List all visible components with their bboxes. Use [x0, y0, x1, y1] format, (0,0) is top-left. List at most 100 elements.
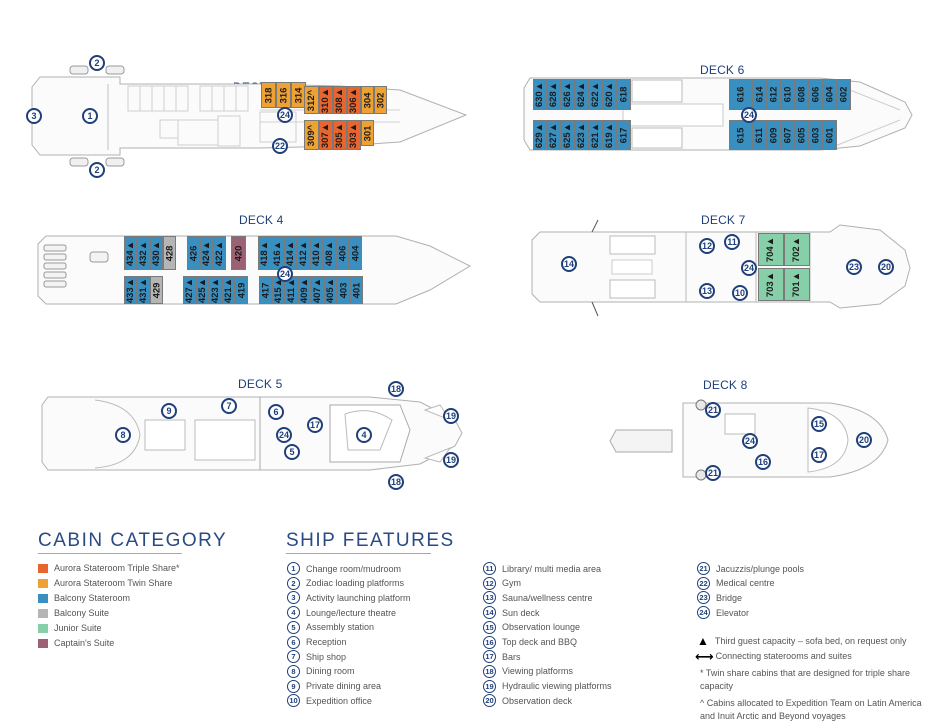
cabin[interactable]: 620▲ [603, 79, 617, 110]
cabin[interactable]: 603 [809, 120, 823, 150]
cabin-category-item: Balcony Stateroom [38, 593, 130, 603]
cabin[interactable]: 425▲ [196, 276, 209, 304]
cabin[interactable]: 622▲ [589, 79, 603, 110]
cabin[interactable]: 421▲ [222, 276, 235, 304]
cabin[interactable]: 302 [374, 86, 387, 114]
cabin[interactable]: 623▲ [575, 120, 589, 150]
cabin[interactable]: 310▲ [319, 86, 333, 114]
cabin[interactable]: 419 [235, 276, 248, 304]
cabin[interactable]: 628▲ [547, 79, 561, 110]
cabin[interactable]: 629▲ [533, 120, 547, 150]
cabin[interactable]: 308▲ [333, 86, 347, 114]
cabin[interactable]: 401 [350, 276, 363, 304]
cabin[interactable]: 601 [823, 120, 837, 150]
ship-feature-label: Bridge [716, 592, 743, 603]
cabin[interactable]: 703▲ [758, 268, 784, 301]
cabin[interactable]: 612 [767, 79, 781, 110]
cabin[interactable]: 602 [837, 79, 851, 110]
feature-marker: 18 [388, 381, 404, 397]
cabin[interactable]: 432▲ [137, 236, 150, 270]
cabin[interactable]: 424▲ [200, 236, 213, 270]
feature-number-icon: 22 [697, 576, 710, 590]
cabin[interactable]: 420 [231, 236, 246, 270]
feature-number-icon: 24 [697, 606, 710, 620]
cabin[interactable]: 410▲ [310, 236, 323, 270]
cabin[interactable]: 614 [753, 79, 767, 110]
cabin[interactable]: 426 [187, 236, 200, 270]
cabin[interactable]: 704▲ [758, 233, 784, 266]
cabin[interactable]: 626▲ [561, 79, 575, 110]
cabin[interactable]: 403 [337, 276, 350, 304]
color-swatch [38, 563, 48, 573]
cabin[interactable]: 630▲ [533, 79, 547, 110]
cabin[interactable]: 433▲ [124, 276, 137, 304]
feature-marker: 21 [705, 465, 721, 481]
cabin[interactable]: 301 [361, 120, 374, 146]
cabin[interactable]: 423▲ [209, 276, 222, 304]
cabin[interactable]: 609 [767, 120, 781, 150]
cabin[interactable]: 608 [795, 79, 809, 110]
feature-number-icon: 19 [483, 679, 496, 693]
cabin[interactable]: 309^ [304, 120, 319, 150]
cabin[interactable]: 412▲ [297, 236, 310, 270]
cabin[interactable]: 303▲ [347, 120, 361, 150]
cabin[interactable]: 404 [349, 236, 362, 270]
cabin[interactable]: 615 [729, 120, 753, 150]
feature-number-icon: 20 [483, 694, 496, 708]
cabin[interactable]: 434▲ [124, 236, 137, 270]
cabin[interactable]: 618 [617, 79, 631, 110]
cabin[interactable]: 305▲ [333, 120, 347, 150]
cabin[interactable]: 408▲ [323, 236, 336, 270]
cabin[interactable]: 407▲ [311, 276, 324, 304]
feature-marker: 6 [268, 404, 284, 420]
cabin[interactable]: 427▲ [183, 276, 196, 304]
cabin[interactable]: 702▲ [784, 233, 810, 266]
cabin[interactable]: 429 [150, 276, 163, 304]
cabin[interactable]: 625▲ [561, 120, 575, 150]
feature-marker: 19 [443, 408, 459, 424]
color-swatch [38, 638, 48, 648]
cabin[interactable]: 605 [795, 120, 809, 150]
feature-marker: 20 [856, 432, 872, 448]
cabin[interactable]: 430▲ [150, 236, 163, 270]
feature-marker: 24 [741, 107, 757, 123]
deck-7-hull [531, 219, 911, 317]
cabin[interactable]: 606 [809, 79, 823, 110]
feature-number-icon: 5 [287, 620, 300, 634]
cabin[interactable]: 312^ [304, 86, 319, 114]
cabin[interactable]: 607 [781, 120, 795, 150]
feature-number-icon: 14 [483, 606, 496, 620]
deck-5-hull [41, 396, 463, 471]
cabin[interactable]: 604 [823, 79, 837, 110]
cabin[interactable]: 306▲ [347, 86, 361, 114]
ship-feature-label: Viewing platforms [502, 666, 573, 677]
cabin[interactable]: 405▲ [324, 276, 337, 304]
cabin[interactable]: 610 [781, 79, 795, 110]
cabin[interactable]: 616 [729, 79, 753, 110]
cabin[interactable]: 621▲ [589, 120, 603, 150]
cabin[interactable]: 304 [361, 86, 374, 114]
cabin[interactable]: 406 [336, 236, 349, 270]
cabin[interactable]: 307▲ [319, 120, 333, 150]
color-swatch [38, 578, 48, 588]
cabin[interactable]: 619▲ [603, 120, 617, 150]
cabin[interactable]: 422▲ [213, 236, 226, 270]
feature-marker: 19 [443, 452, 459, 468]
cabin[interactable]: 409▲ [298, 276, 311, 304]
cabin[interactable]: 624▲ [575, 79, 589, 110]
cabin[interactable]: 431▲ [137, 276, 150, 304]
cabin-category-title: CABIN CATEGORY [38, 530, 228, 551]
cabin[interactable]: 428 [163, 236, 176, 270]
cabin[interactable]: 318 [261, 82, 276, 108]
cabin[interactable]: 627▲ [547, 120, 561, 150]
feature-number-icon: 8 [287, 664, 300, 678]
cabin[interactable]: 611 [753, 120, 767, 150]
cabin[interactable]: 617 [617, 120, 631, 150]
cabin[interactable]: 701▲ [784, 268, 810, 301]
cabin[interactable]: 417 [259, 276, 272, 304]
